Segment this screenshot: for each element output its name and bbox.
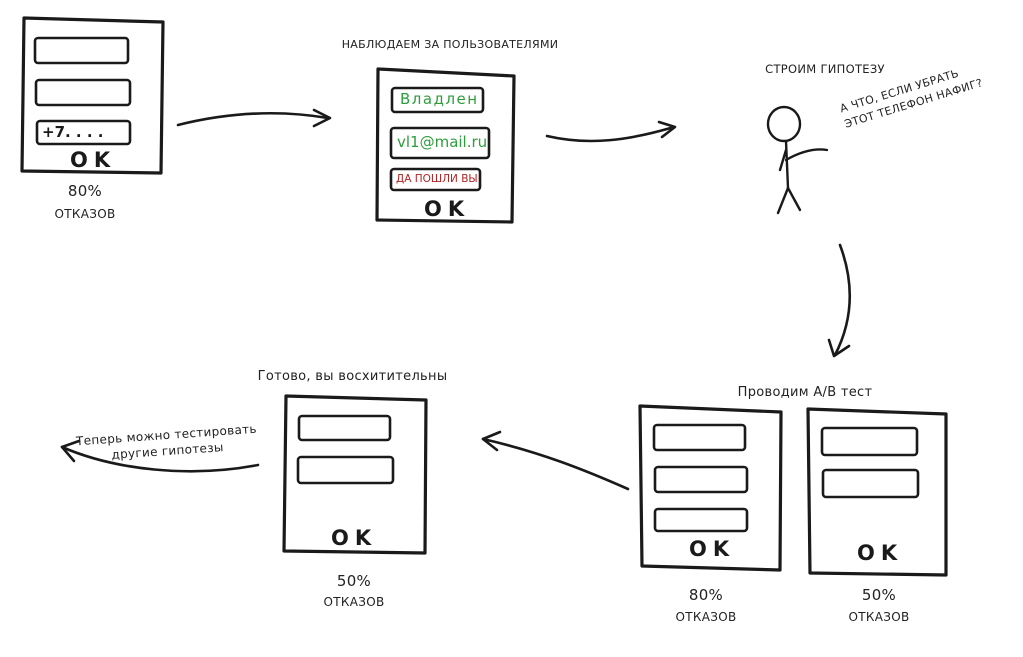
step2-form-frame [375,67,516,224]
arrow-step3-to-step4 [833,243,851,357]
step4-b-ok-button: OK [857,541,904,565]
step4-a-field-name [652,423,747,452]
step2-field-name [390,86,485,114]
step4-variant-b-frame [806,407,948,577]
step1-percent: 80% [67,182,103,200]
step4-variant-a-frame [638,404,783,572]
arrow-step5-to-next [60,445,260,473]
step1-form-frame [20,16,165,175]
step2-field-email [389,126,491,160]
step5-field-email [296,455,395,485]
step5-ok-button: OK [331,526,378,550]
step1-field-email [34,78,132,107]
step5-title: Готово, вы восхитительны [257,369,448,384]
step4-b-percent: 50% [861,586,897,604]
step1-field-phone [35,119,132,146]
step5-form-frame [282,394,428,555]
step3-title: СТРОИМ ГИПОТЕЗУ [765,62,885,76]
step1-ok-button: OK [70,148,117,172]
step4-a-field-email [653,465,749,494]
step4-b-field-email [821,468,920,499]
step5-caption: ОТКАЗОВ [323,595,385,609]
step2-field-phone [389,167,482,192]
stick-figure-icon [766,105,829,215]
step2-name-value: Владлен [400,90,479,108]
step4-a-ok-button: OK [689,537,736,561]
step4-title: Проводим A/B тест [737,385,873,400]
step1-phone-value: +7. . . . [42,123,104,141]
step5-percent: 50% [336,572,372,590]
step4-a-caption: ОТКАЗОВ [675,610,737,624]
step2-ok-button: OK [424,197,471,221]
arrow-step1-to-step2 [176,111,330,127]
step1-caption: ОТКАЗОВ [54,207,116,221]
step2-email-value: vl1@mail.ru [397,133,488,151]
step4-b-caption: ОТКАЗОВ [848,610,910,624]
arrow-step2-to-step3 [545,125,676,143]
step4-a-percent: 80% [688,586,724,604]
step2-title: НАБЛЮДАЕМ ЗА ПОЛЬЗОВАТЕЛЯМИ [341,38,559,51]
step4-b-field-name [820,426,919,457]
step2-phone-value: ДА ПОШЛИ ВЫ [396,173,478,185]
step4-a-field-phone [653,507,749,533]
arrow-step4-to-step5 [481,437,630,491]
step5-field-name [297,414,392,442]
step1-field-name [33,36,130,65]
